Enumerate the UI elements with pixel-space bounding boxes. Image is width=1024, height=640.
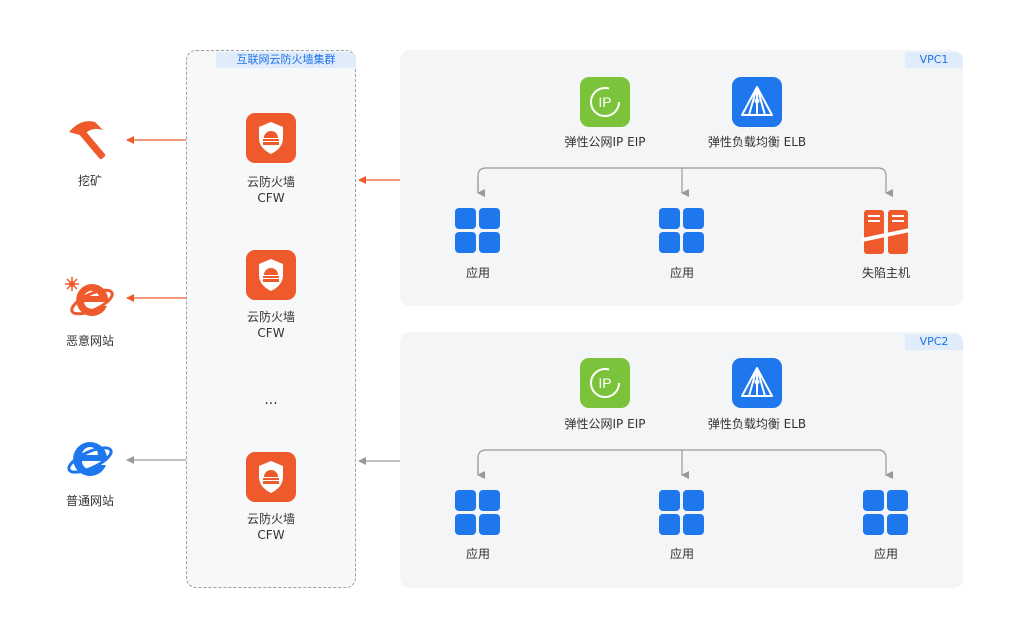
vpc2-app-2: 应用 [642,490,722,562]
cfw-node-3: 云防火墙 CFW [221,452,321,547]
vpc2-tag: VPC2 [905,334,963,350]
app-label: 应用 [465,547,490,561]
cluster-title: 互联网云防火墙集群 [216,52,356,68]
elb-label: 弹性负载均衡 ELB [707,135,807,149]
svg-text:IP: IP [598,375,611,391]
ip-icon: IP [590,368,620,398]
mining-label: 挖矿 [77,174,102,188]
vpc2-tree-lines [477,449,893,479]
ie-icon-malicious [65,277,114,316]
vpc1-tag: VPC1 [905,52,963,68]
cfw-name: 云防火墙 [246,310,295,324]
elb-tile [732,358,782,408]
app-label: 应用 [873,547,898,561]
load-balancer-icon [741,86,773,116]
malicious-site-node: 恶意网站 [50,276,130,356]
eip-tile: IP [580,358,630,408]
cfw-name: 云防火墙 [246,512,295,526]
normal-site-node: 普通网站 [50,436,130,516]
eip-label: 弹性公网IP EIP [564,417,646,431]
cfw-node-1: 云防火墙 CFW [221,113,321,208]
vpc2-elb-node: 弹性负载均衡 ELB [697,358,817,431]
cluster-ellipsis: ... [264,392,278,408]
compromised-host-label: 失陷主机 [861,266,910,280]
app-label: 应用 [669,266,694,280]
app-grid-icon [659,208,704,253]
pickaxe-icon [69,121,106,160]
app-label: 应用 [669,547,694,561]
app-grid-icon [659,490,704,535]
ie-icon-normal [67,441,113,476]
app-grid-icon [455,490,500,535]
ip-icon: IP [590,87,620,117]
shield-firewall-icon [259,259,283,291]
vpc2-app-3: 应用 [846,490,926,562]
cfw-abbr: CFW [257,191,285,205]
elb-label: 弹性负载均衡 ELB [707,417,807,431]
cfw-tile [246,452,296,502]
cfw-name: 云防火墙 [246,175,295,189]
eip-tile: IP [580,77,630,127]
cfw-tile [246,113,296,163]
app-grid-icon [863,490,908,535]
eip-label: 弹性公网IP EIP [564,135,646,149]
cfw-abbr: CFW [257,528,285,542]
app-grid-icon [455,208,500,253]
vpc1-eip-node: IP 弹性公网IP EIP [555,77,655,149]
compromised-server-icon [862,210,910,254]
mining-node: 挖矿 [50,116,130,196]
cfw-abbr: CFW [257,326,285,340]
cfw-node-2: 云防火墙 CFW [221,250,321,345]
elb-tile [732,77,782,127]
normal-site-label: 普通网站 [65,494,114,508]
vpc1-compromised-host: 失陷主机 [846,208,926,280]
malicious-site-label: 恶意网站 [65,334,114,348]
shield-firewall-icon [259,461,283,493]
vpc1-app-2: 应用 [642,208,722,280]
svg-text:IP: IP [598,94,611,110]
shield-firewall-icon [259,122,283,154]
cfw-tile [246,250,296,300]
load-balancer-icon [741,367,773,397]
vpc1-elb-node: 弹性负载均衡 ELB [697,77,817,149]
vpc1-tree-lines [477,167,893,197]
vpc2-eip-node: IP 弹性公网IP EIP [555,358,655,431]
vpc2-app-1: 应用 [438,490,518,562]
vpc1-app-1: 应用 [438,208,518,280]
app-label: 应用 [465,266,490,280]
